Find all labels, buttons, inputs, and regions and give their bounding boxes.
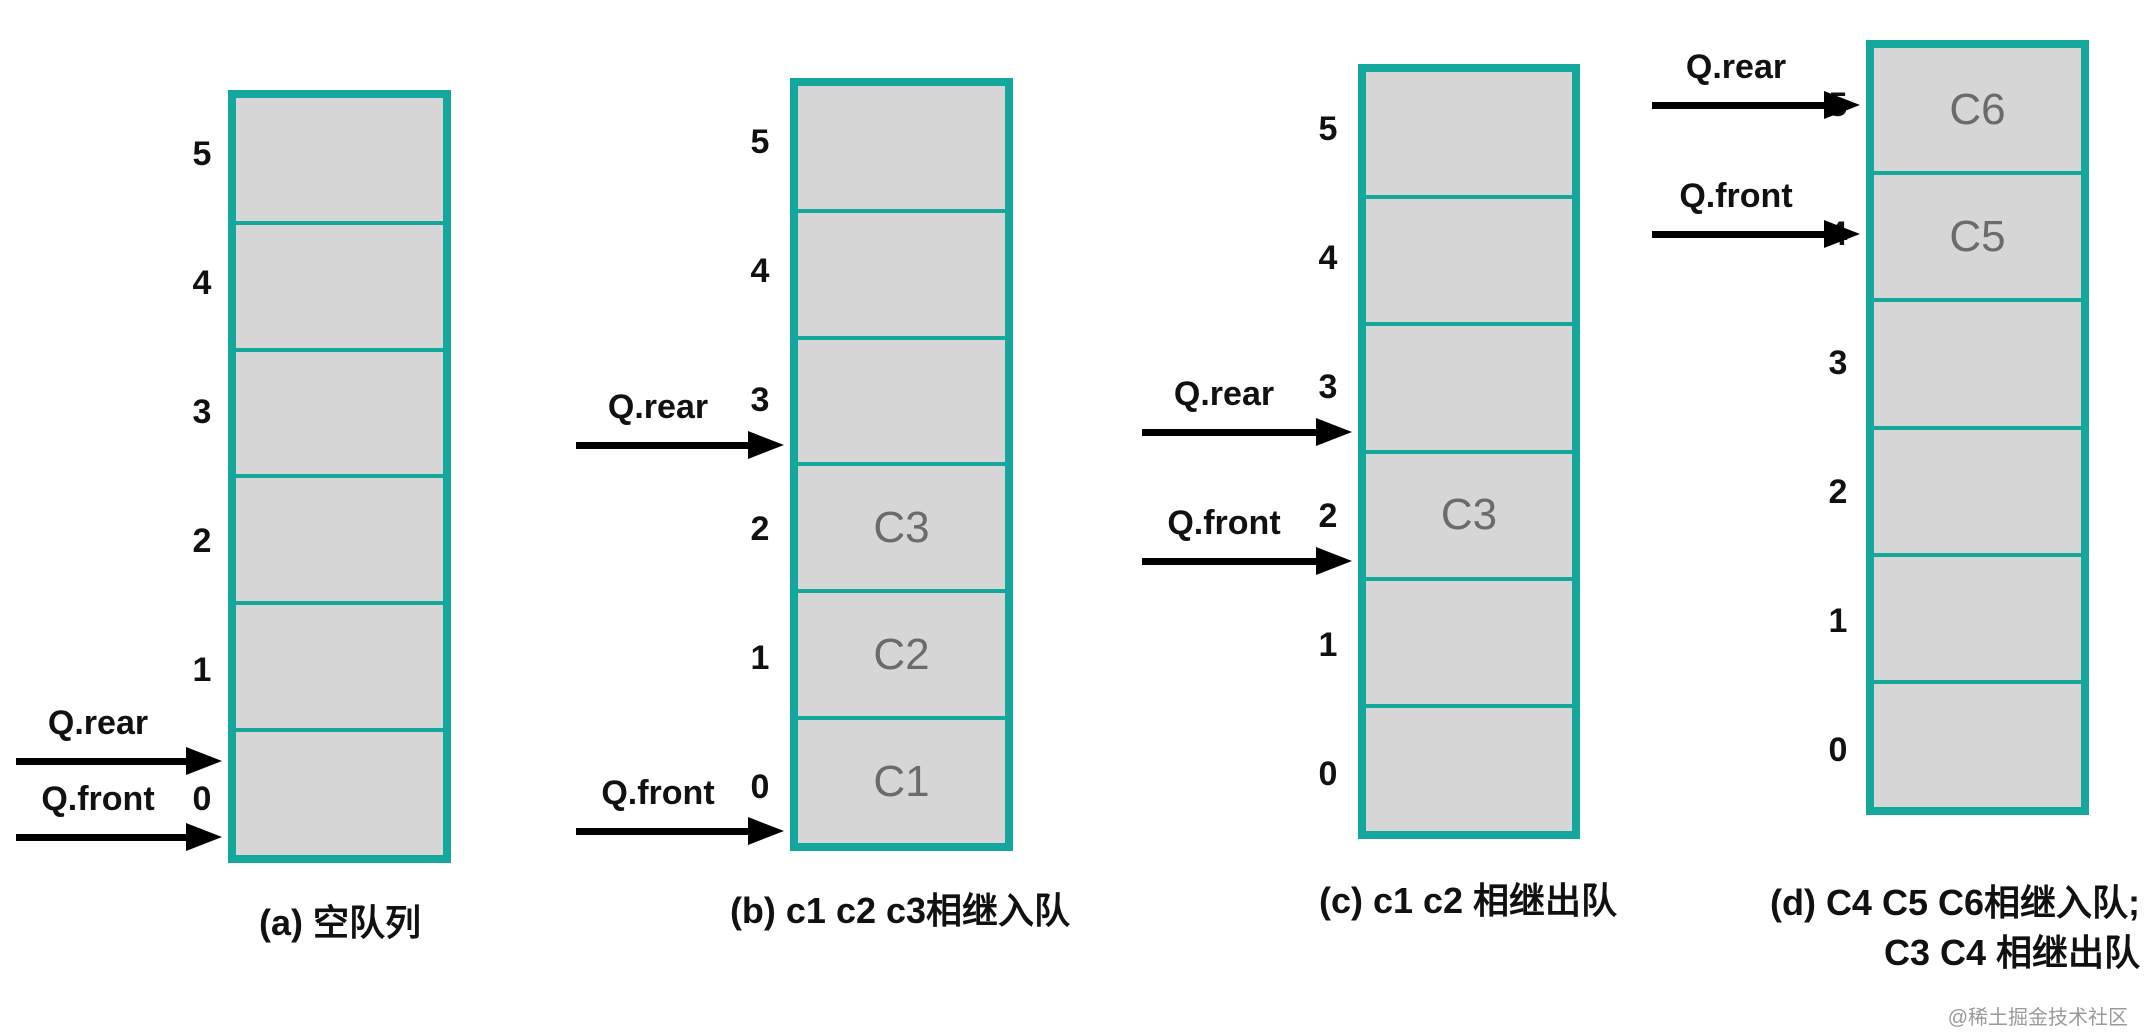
queue-cell-2: C3	[1366, 449, 1572, 577]
panel-caption: (c) c1 c2 相继出队	[1318, 880, 1618, 921]
queue-cell-1	[1874, 552, 2081, 680]
front-pointer-label: Q.front	[1167, 503, 1281, 542]
index-label-3: 3	[750, 381, 770, 420]
queue-cell-4	[1366, 195, 1572, 322]
index-label-1: 1	[192, 650, 212, 689]
panel-caption: (b) c1 c2 c3相继入队	[729, 890, 1071, 931]
rear-pointer-label: Q.rear	[1173, 374, 1275, 413]
rear-pointer-arrow	[16, 746, 222, 775]
queue-cell-4	[798, 208, 1005, 336]
queue-cell-4	[236, 220, 443, 348]
queue-cell-5: C6	[1949, 84, 2006, 134]
queue-cell-0	[236, 728, 443, 855]
rear-pointer-arrow	[1142, 417, 1352, 446]
rear-pointer-label: Q.rear	[47, 703, 149, 742]
queue-cell-1	[1366, 576, 1572, 704]
front-pointer-arrow	[1652, 220, 1860, 249]
front-pointer-arrow	[1142, 546, 1352, 575]
front-pointer-label: Q.front	[1679, 177, 1793, 216]
rear-pointer-label: Q.rear	[607, 387, 709, 426]
index-label-4: 4	[1318, 238, 1338, 277]
index-label-3: 3	[1318, 367, 1338, 406]
queue-cell-2	[236, 474, 443, 601]
index-label-0: 0	[750, 767, 770, 806]
rear-pointer-arrow	[1652, 91, 1860, 120]
queue-cell-1	[236, 601, 443, 728]
queue-cell-5	[1366, 72, 1572, 195]
index-label-2: 2	[750, 509, 770, 548]
front-pointer-label: Q.front	[41, 779, 155, 818]
index-label-1: 1	[1318, 626, 1338, 665]
index-label-2: 2	[1318, 497, 1338, 536]
index-label-0: 0	[1828, 731, 1848, 770]
queue-cell-5	[236, 98, 443, 221]
queue-cell-3	[236, 347, 443, 475]
index-label-5: 5	[750, 123, 770, 162]
index-label-4: 4	[750, 252, 770, 291]
index-label-3: 3	[192, 393, 212, 432]
queue-cell-2: C3	[798, 462, 1005, 589]
queue-cell-4: C5	[1874, 171, 2081, 298]
queue-cell-2	[1874, 425, 2081, 553]
index-label-5: 5	[192, 135, 212, 174]
index-label-5: 5	[1318, 109, 1338, 148]
front-pointer-label: Q.front	[601, 774, 715, 812]
index-label-3: 3	[1828, 343, 1848, 382]
front-pointer-arrow	[576, 817, 784, 845]
index-label-4: 4	[192, 264, 212, 303]
rear-pointer-arrow	[576, 430, 784, 459]
queue-cell-1: C2	[798, 589, 1005, 716]
index-label-0: 0	[192, 779, 212, 818]
rear-pointer-label: Q.rear	[1685, 48, 1787, 87]
watermark: @稀土掘金技术社区	[1947, 1007, 2128, 1029]
queue-cell-3	[1874, 298, 2081, 425]
queue-cell-3	[1366, 322, 1572, 449]
front-pointer-arrow	[16, 822, 222, 851]
index-label-1: 1	[750, 638, 770, 677]
panel-caption-line2: C3 C4 相继出队	[1883, 932, 2140, 973]
queue-cell-0: C1	[798, 716, 1005, 843]
index-label-2: 2	[192, 521, 212, 560]
queue-cell-5	[798, 86, 1005, 209]
queue-box	[228, 90, 451, 863]
queue-cell-0	[1874, 679, 2081, 807]
panel-caption: (a) 空队列	[258, 902, 422, 943]
index-label-2: 2	[1828, 473, 1848, 512]
queue-box: C3	[1358, 64, 1580, 839]
index-label-0: 0	[1318, 755, 1338, 794]
index-label-1: 1	[1828, 602, 1848, 641]
queue-cell-0	[1366, 703, 1572, 831]
queue-cell-3	[798, 335, 1005, 463]
panel-caption: (d) C4 C5 C6相继入队;	[1769, 882, 2140, 923]
